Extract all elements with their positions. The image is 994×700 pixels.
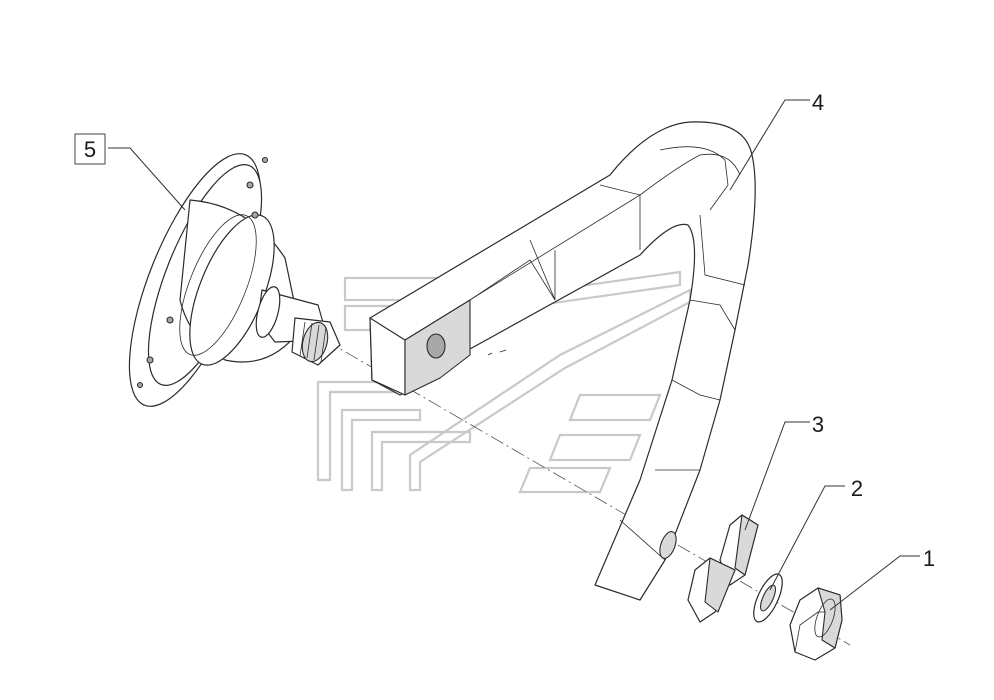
leader-1 xyxy=(829,555,920,611)
leader-2 xyxy=(769,485,845,591)
leader-5 xyxy=(108,147,186,211)
part-2-lock-washer xyxy=(753,573,783,623)
callout-5-label: 5 xyxy=(84,137,96,162)
leader-lines xyxy=(108,99,920,611)
part-1-hex-nut xyxy=(789,587,843,661)
leader-3 xyxy=(744,421,810,531)
leader-4 xyxy=(729,99,810,191)
callout-5-box xyxy=(74,133,106,165)
part-4-tine-shank xyxy=(369,121,756,601)
callout-1-label: 1 xyxy=(923,546,935,571)
callout-4-label: 4 xyxy=(812,90,824,115)
part-5-hub-flange xyxy=(128,153,341,407)
callout-3-label: 3 xyxy=(812,412,824,437)
callout-5: 5 xyxy=(74,133,106,165)
part-3-wedge-washers xyxy=(687,514,759,623)
callout-2-label: 2 xyxy=(851,476,863,501)
